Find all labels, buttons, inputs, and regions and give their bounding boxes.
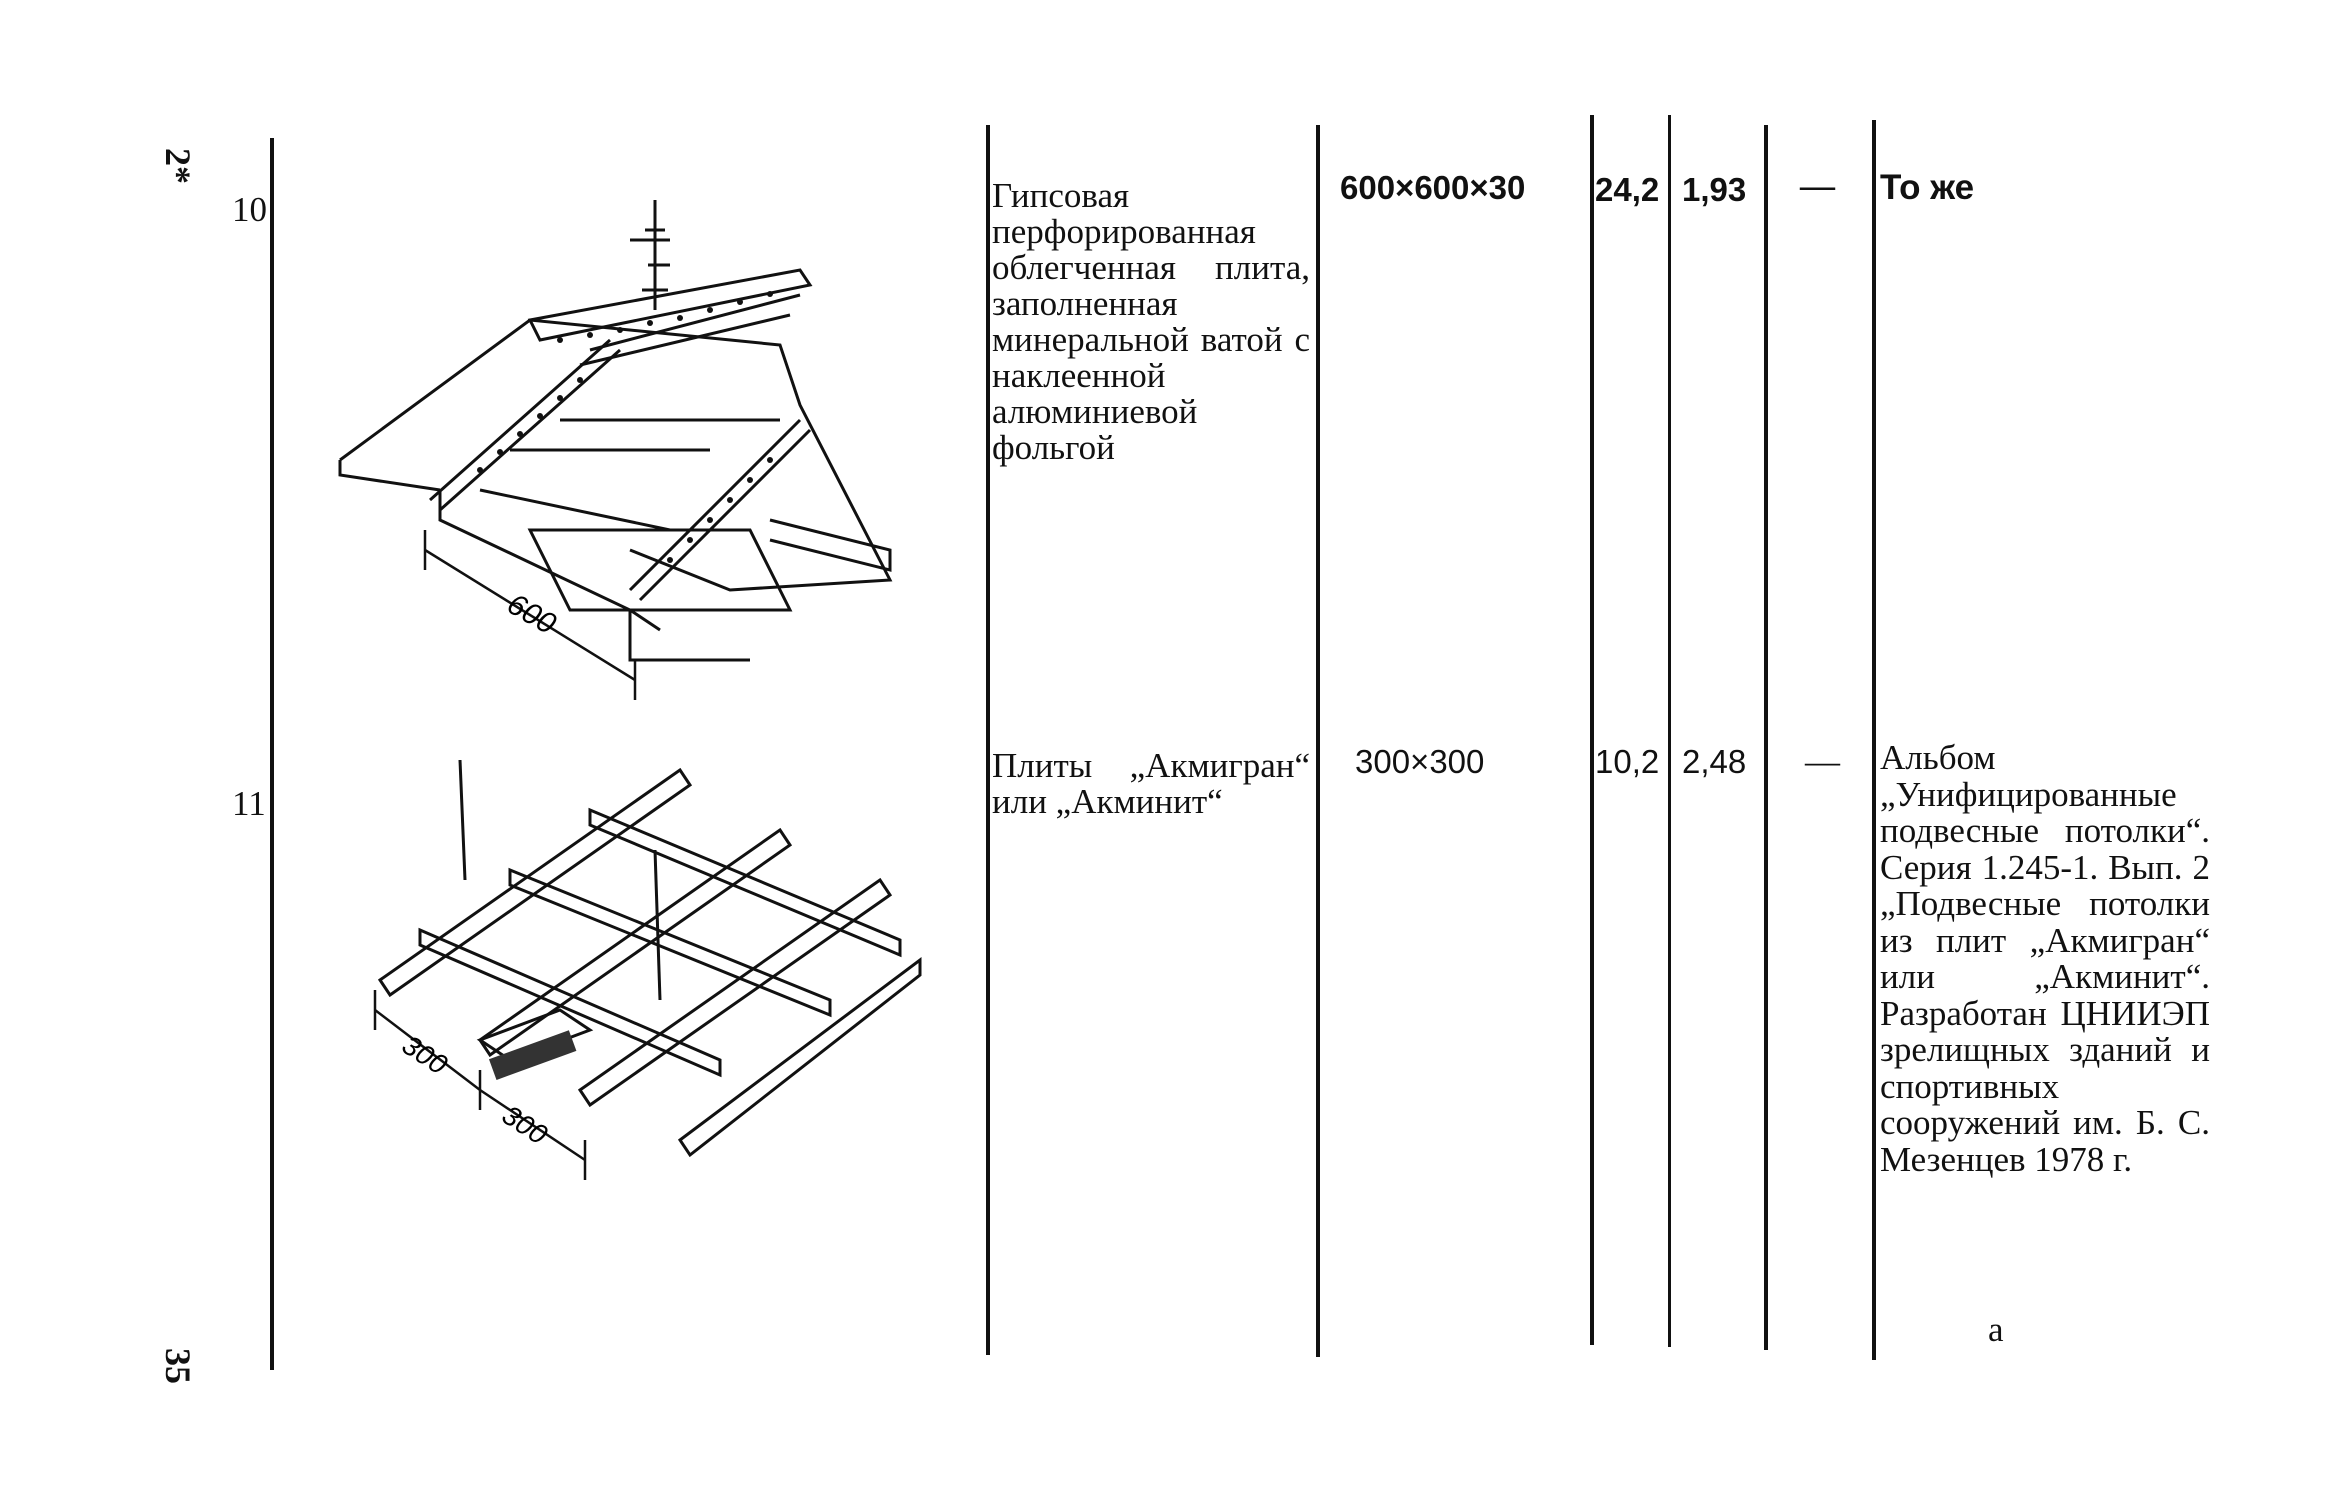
row-size: 300×300 — [1355, 743, 1485, 780]
row-note: То же — [1880, 168, 1975, 207]
row-col4: 2,48 — [1682, 743, 1747, 780]
row-description: Плиты „Акмигран“ или „Акминит“ — [992, 746, 1310, 821]
dimension-label: 600 — [502, 587, 562, 641]
row-col4: 1,93 — [1682, 171, 1747, 208]
row-number: 11 — [232, 784, 266, 823]
page-mark-top: 2* — [158, 148, 198, 184]
table-rule-size — [1316, 125, 1320, 1357]
row-description: Гипсовая перфорированная облегченная пли… — [992, 176, 1310, 467]
table-rule-col3 — [1590, 115, 1594, 1345]
row-note: Альбом „Унифицированные подвесные потолк… — [1880, 738, 2210, 1179]
table-rule-left — [270, 138, 274, 1370]
row-col3: 24,2 — [1595, 171, 1660, 208]
page-number: 35 — [158, 1348, 198, 1384]
row-size: 600×600×30 — [1340, 169, 1526, 206]
table-rule-col4 — [1668, 115, 1671, 1347]
row-col5: — — [1805, 742, 1840, 781]
rail-grid-drawing: 300 300 — [373, 759, 922, 1180]
table-rule-col5 — [1764, 125, 1768, 1350]
table-rule-desc — [986, 125, 990, 1355]
row-number: 10 — [232, 190, 267, 229]
footnote-mark: а — [1988, 1310, 2004, 1349]
dimension-label: 300 — [397, 1029, 453, 1081]
row-col5: — — [1800, 166, 1835, 205]
row-col3: 10,2 — [1595, 743, 1660, 780]
table-rule-note — [1872, 120, 1876, 1360]
ceiling-panel-drawing: 600 — [338, 200, 893, 700]
